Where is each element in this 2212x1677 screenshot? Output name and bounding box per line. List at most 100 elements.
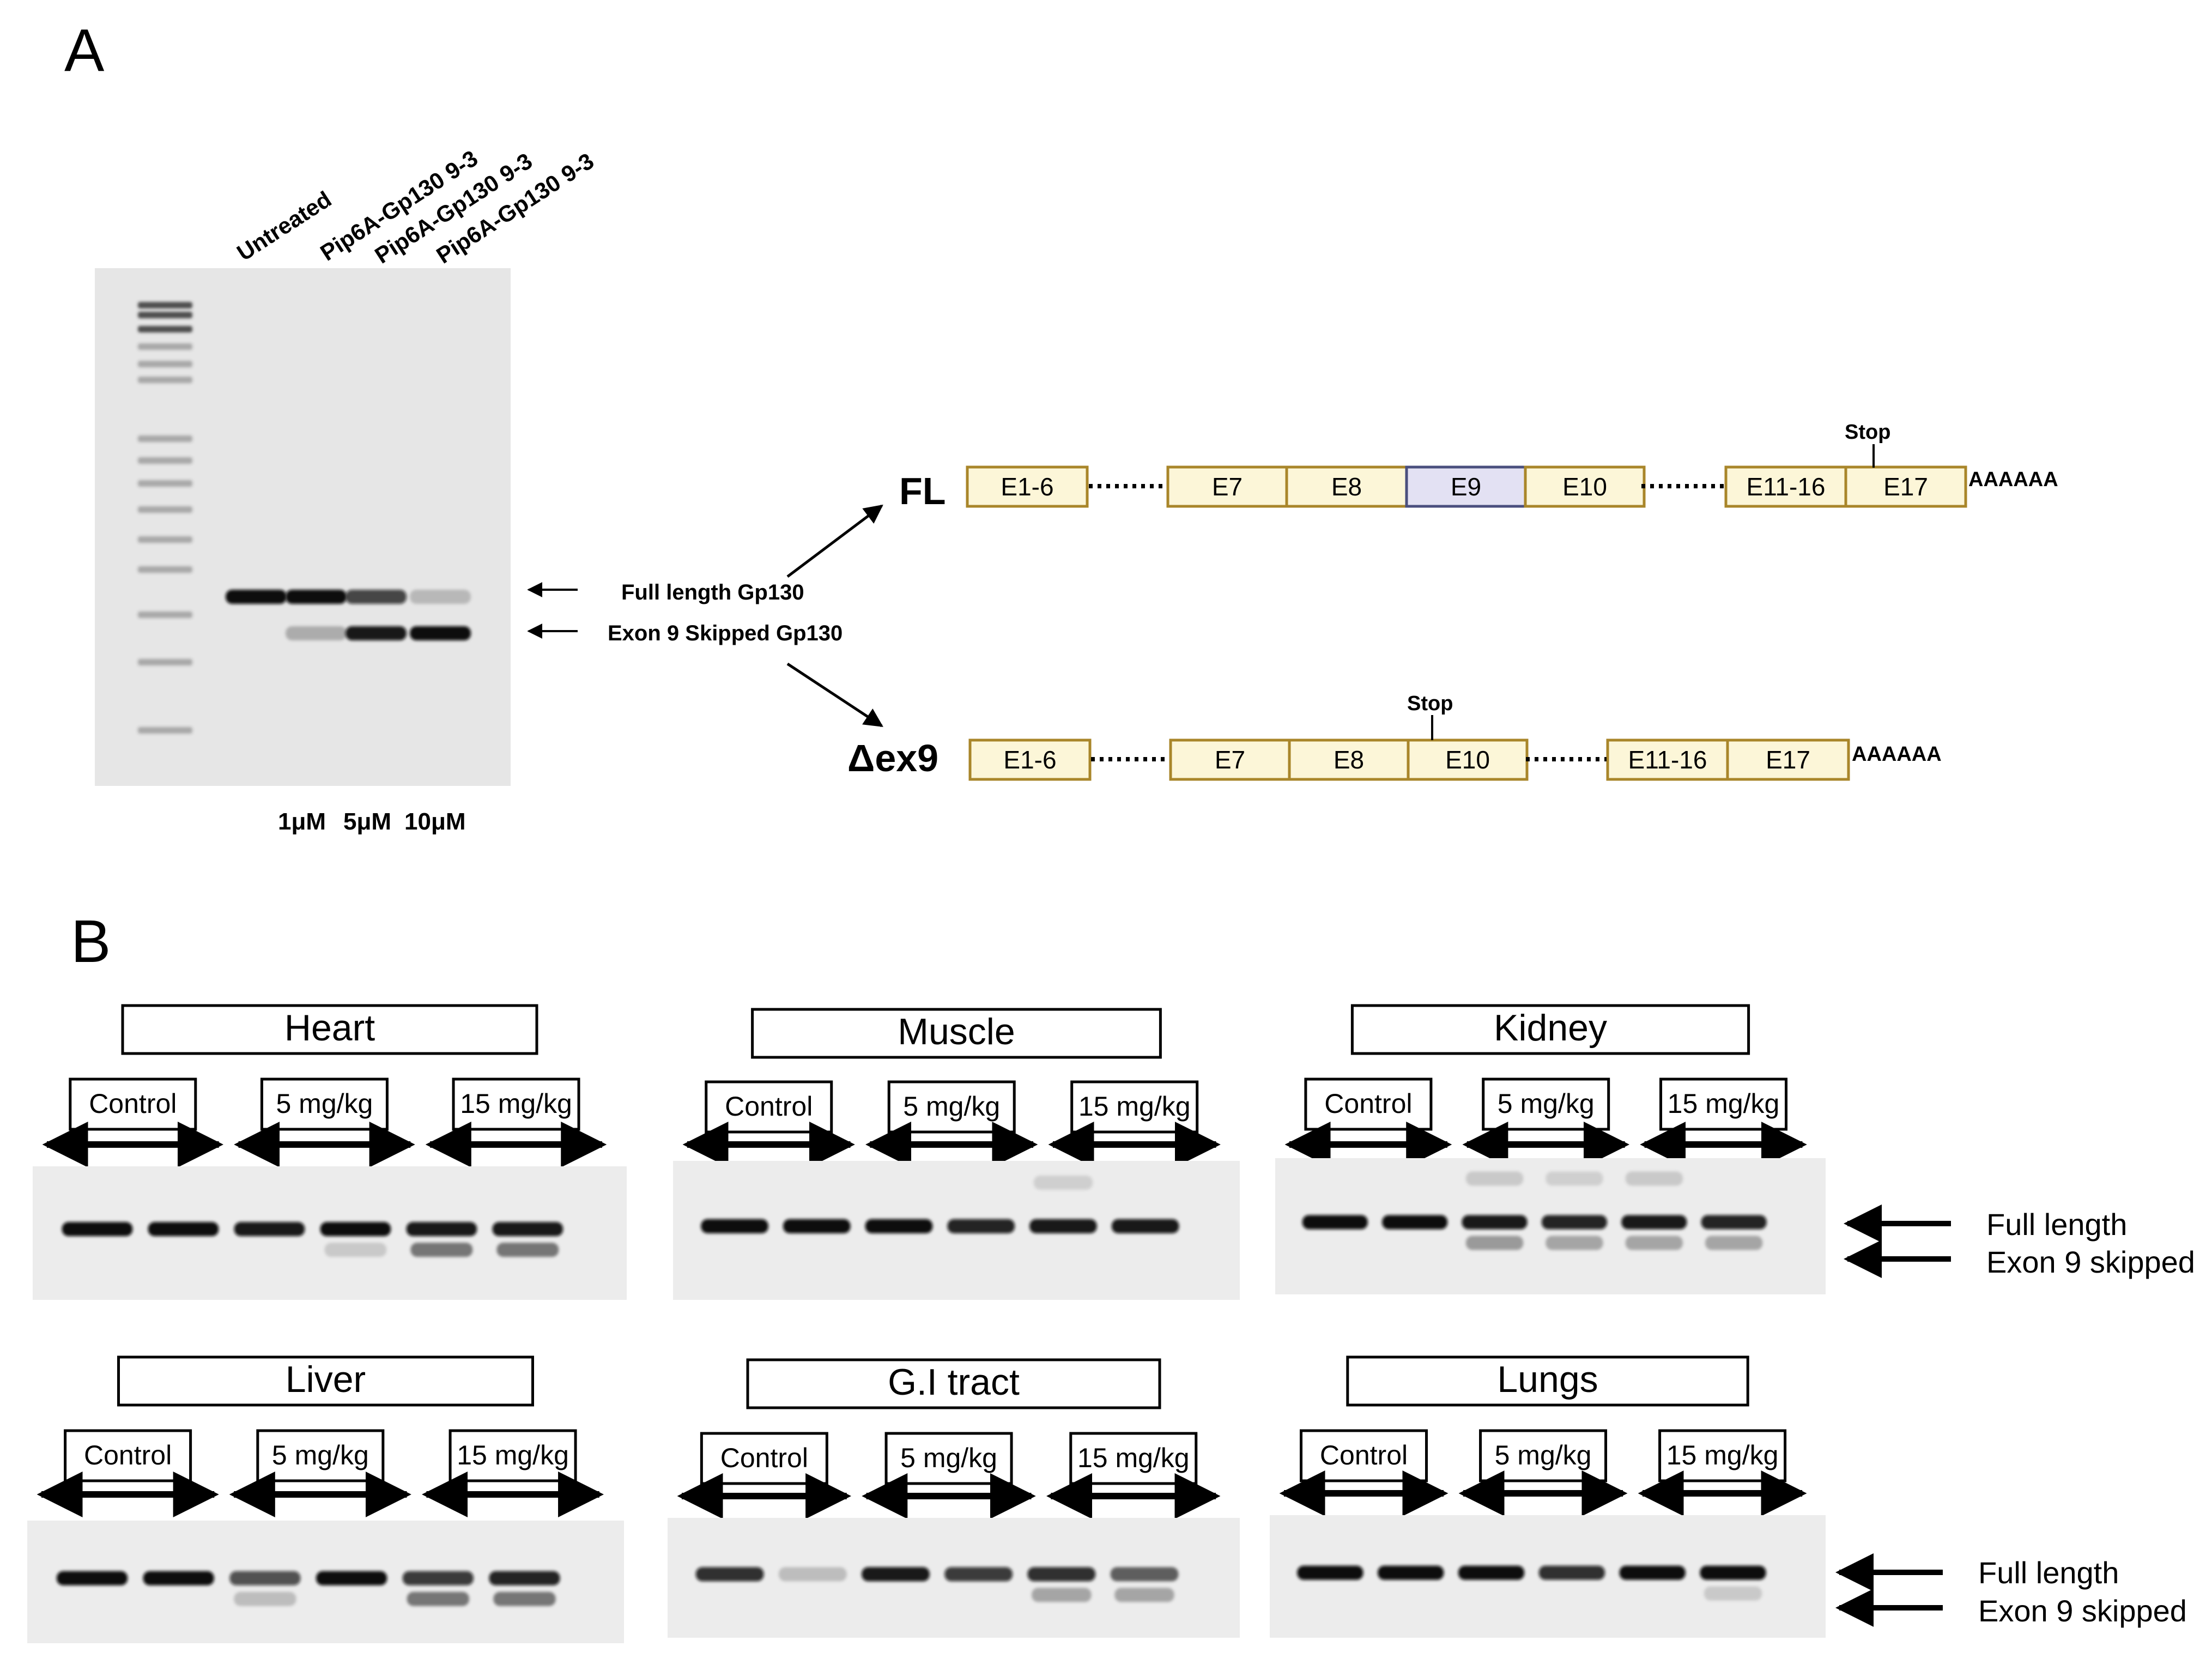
group-label-box [69, 1077, 197, 1131]
tissue-title-box [751, 1008, 1162, 1059]
ladder-band [138, 312, 192, 318]
concentration-labels: 1μM 5μM 10μM [278, 808, 466, 835]
band-full [1621, 1215, 1687, 1230]
exon-label: E7 [1212, 473, 1243, 501]
group-label-box [1482, 1077, 1610, 1131]
legend-top: Full length Exon 9 skipped [1844, 1204, 2195, 1279]
tissue-title-box [121, 1004, 538, 1055]
band-skipped [410, 1243, 473, 1257]
band-full [947, 1219, 1015, 1233]
band-full [1701, 1215, 1767, 1230]
arrow-to-dex9 [786, 662, 883, 728]
tissue-title: G.I tract [888, 1361, 1020, 1403]
band-full [1619, 1565, 1686, 1580]
ladder-band [138, 480, 192, 487]
group-label-control: Control [1320, 1440, 1408, 1470]
conc-10um: 10μM [404, 808, 466, 835]
lane-labels: Untreated Pip6A-Gp130 9-3 Pip6A-Gp130 9-… [232, 145, 598, 268]
arrow-to-fl [786, 504, 883, 578]
gel-a-bands [226, 590, 471, 640]
tissue-title-box [1350, 1004, 1750, 1055]
ladder-band [138, 457, 192, 464]
exon-box [1169, 738, 1291, 781]
band-full [1458, 1565, 1525, 1580]
ladder-band [138, 435, 192, 442]
exon-box [1606, 738, 1729, 781]
band-full-2 [346, 590, 407, 604]
band-upper [1465, 1171, 1524, 1186]
exon-box [1726, 738, 1850, 781]
exon-label: E8 [1331, 473, 1362, 501]
group-label-box [260, 1077, 389, 1131]
band-full [1027, 1567, 1096, 1582]
ladder-band [138, 361, 192, 367]
band-skipped [1465, 1236, 1524, 1250]
tissue-title: Kidney [1494, 1007, 1607, 1049]
label-exon9-skipped-gp130: Exon 9 Skipped Gp130 [608, 621, 843, 645]
exon-box [1288, 738, 1410, 781]
ladder-band [138, 302, 192, 308]
band-full [56, 1571, 128, 1585]
group-label-high: 15 mg/kg [1078, 1091, 1191, 1122]
band-skipped-1 [286, 626, 347, 640]
band-upper [1546, 1171, 1603, 1186]
band-skipped [496, 1243, 559, 1257]
group-label-low: 5 mg/kg [276, 1088, 373, 1119]
band-full-0 [226, 590, 287, 604]
band-full [1111, 1219, 1179, 1233]
panel-label-a: A [64, 17, 105, 84]
exon-label: E1-6 [1001, 473, 1053, 501]
band-full [62, 1222, 133, 1237]
dex9-label: Δex9 [847, 737, 938, 779]
exon-box [1405, 465, 1527, 508]
group-label-control: Control [84, 1440, 172, 1470]
band-full [862, 1567, 930, 1582]
ladder-band [138, 659, 192, 665]
group-label-low: 5 mg/kg [1495, 1440, 1592, 1470]
band-full [778, 1567, 847, 1582]
exon-label: E8 [1334, 746, 1364, 774]
band-full [944, 1567, 1013, 1582]
band-full [1378, 1565, 1444, 1580]
group-label-control: Control [720, 1443, 808, 1473]
legend-bottom: Full length Exon 9 skipped [1835, 1553, 2187, 1628]
group-label-control: Control [725, 1091, 813, 1122]
exon-label: E10 [1562, 473, 1607, 501]
band-full [316, 1571, 387, 1585]
fl-polya: AAAAAA [1968, 468, 2058, 491]
exon-label: E1-6 [1003, 746, 1056, 774]
fl-label: FL [899, 470, 946, 512]
band-upper [1625, 1171, 1683, 1186]
exon-label: E7 [1215, 746, 1245, 774]
exon-label: E17 [1766, 746, 1810, 774]
band-skipped [324, 1243, 387, 1257]
band-full [148, 1222, 219, 1237]
ladder-band [138, 536, 192, 543]
group-label-high: 15 mg/kg [1668, 1088, 1780, 1119]
exon-box [1844, 465, 1967, 508]
band-full [865, 1219, 933, 1233]
band-full [489, 1571, 560, 1585]
group-label-low: 5 mg/kg [1498, 1088, 1595, 1119]
exon-label: E9 [1451, 473, 1481, 501]
group-label-low: 5 mg/kg [900, 1443, 997, 1473]
ladder-band [138, 506, 192, 513]
ladder-band [138, 343, 192, 350]
band-full [1297, 1565, 1363, 1580]
band-skipped [234, 1591, 296, 1606]
legend-top-skipped: Exon 9 skipped [1986, 1245, 2195, 1279]
band-annotations: Full length Gp130 Exon 9 Skipped Gp130 [527, 504, 883, 728]
group-label-high: 15 mg/kg [457, 1440, 569, 1470]
band-full [1541, 1215, 1607, 1230]
group-label-high: 15 mg/kg [1077, 1443, 1190, 1473]
group-label-low: 5 mg/kg [272, 1440, 369, 1470]
band-upper [1033, 1175, 1093, 1190]
dex9-polya: AAAAAA [1852, 743, 1942, 766]
